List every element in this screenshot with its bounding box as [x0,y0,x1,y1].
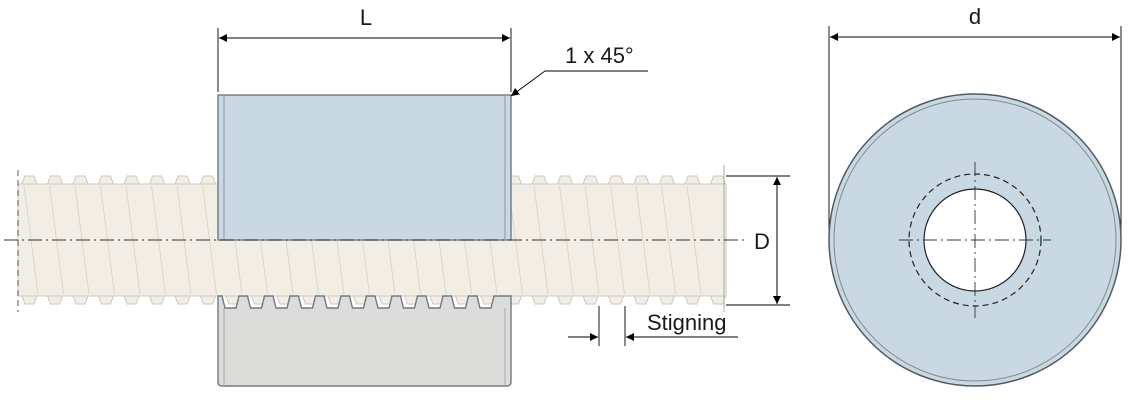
nut-chamfer-ring [833,98,1117,382]
nut-body-fill [217,295,512,387]
chamfer-callout: 1 x 45° [510,43,648,97]
nut-body-lower [217,295,512,387]
chamfer-label: 1 x 45° [565,43,634,68]
pitch-dimension: Stigning [568,306,738,346]
side-view: L 1 x 45° D Stigning [4,5,790,387]
length-label: L [360,5,372,30]
pitch-label: Stigning [647,310,727,335]
nut-section-upper [217,94,512,241]
nut-section-fill [217,94,512,241]
thread-diameter-label: D [754,229,770,254]
length-dimension: L [217,5,512,92]
outer-diameter-label: d [969,4,981,29]
chamfer-leader-arrow [510,70,546,97]
end-view: d [828,4,1122,387]
thread-diameter-dimension: D [726,175,790,306]
